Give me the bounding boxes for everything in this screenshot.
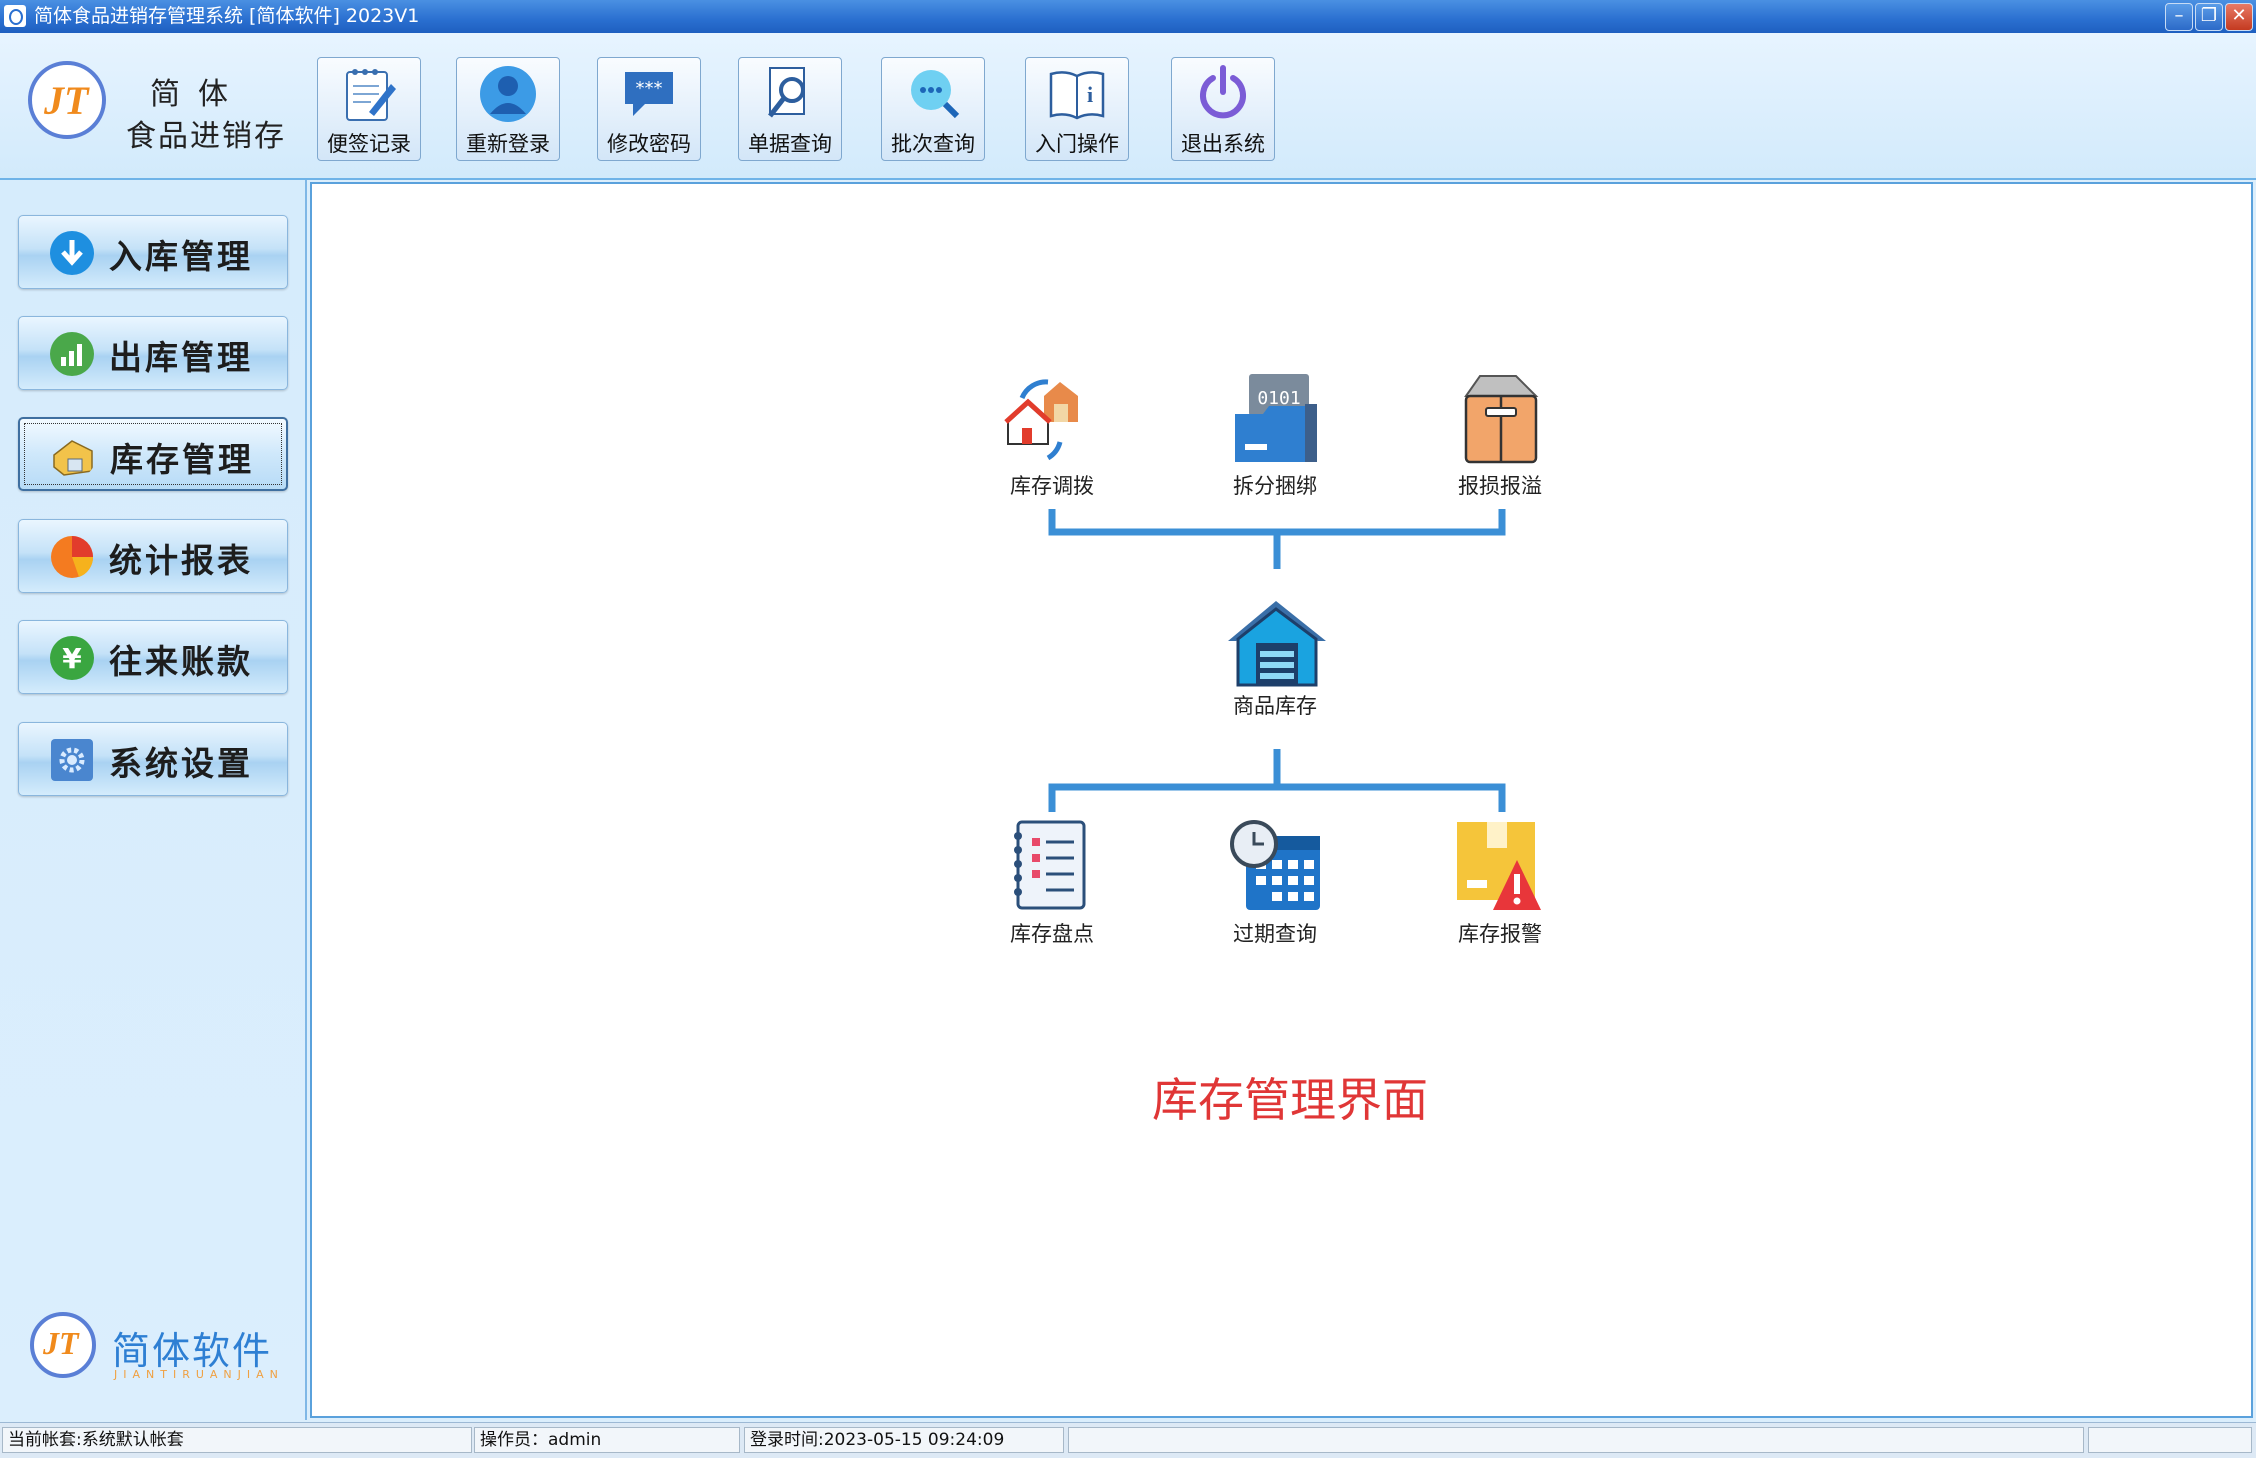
toolbar-label: 便签记录 — [327, 132, 411, 156]
toolbar-label: 单据查询 — [748, 132, 832, 156]
svg-text:***: *** — [636, 78, 663, 99]
toolbar-batch-search-button[interactable]: 批次查询 — [881, 57, 985, 161]
toolbar-label: 入门操作 — [1035, 132, 1119, 156]
page-title: 库存管理界面 — [1152, 1073, 1428, 1127]
svg-text:0101: 0101 — [1257, 388, 1300, 409]
toolbar-label: 重新登录 — [466, 132, 550, 156]
warehouse-icon — [53, 440, 93, 476]
bar-chart-circle-icon — [50, 332, 94, 376]
pie-chart-icon — [51, 536, 94, 578]
sidebar-item-stock-in[interactable]: 入库管理 — [18, 215, 288, 289]
power-icon — [1200, 65, 1246, 119]
gear-icon — [51, 739, 93, 781]
title-bar: 简体食品进销存管理系统 [简体软件] 2023V1 – ❐ ✕ — [0, 0, 2256, 33]
node-label-stock-alert: 库存报警 — [1458, 922, 1542, 946]
status-empty-1 — [1068, 1427, 2084, 1453]
sidebar: 入库管理 出库管理 库存管理 统计报表 ¥ 往来账款 — [0, 180, 307, 1420]
sidebar-item-label: 入库管理 — [109, 237, 253, 276]
main-panel: 0101 — [310, 182, 2253, 1418]
status-operator: 操作员：admin — [474, 1427, 740, 1453]
node-label-expiry-query: 过期查询 — [1233, 922, 1317, 946]
batch-search-icon — [911, 70, 960, 119]
node-label-stock-transfer: 库存调拨 — [1010, 474, 1094, 498]
svg-text:i: i — [1087, 82, 1093, 107]
logo-title: 简体 — [150, 77, 246, 112]
window-title: 简体食品进销存管理系统 [简体软件] 2023V1 — [34, 5, 420, 27]
yen-circle-icon: ¥ — [50, 636, 94, 680]
sidebar-item-inventory[interactable]: 库存管理 — [18, 417, 288, 491]
toolbar-change-password-button[interactable]: *** 修改密码 — [597, 57, 701, 161]
stock-transfer-icon[interactable] — [1004, 379, 1078, 461]
close-icon[interactable]: ✕ — [2225, 3, 2253, 31]
inventory-checklist-icon[interactable] — [1014, 820, 1086, 910]
sidebar-item-label: 出库管理 — [109, 338, 253, 377]
toolbar-exit-button[interactable]: 退出系统 — [1171, 57, 1275, 161]
status-bar: 当前帐套:系统默认帐套 操作员：admin 登录时间:2023-05-15 09… — [0, 1422, 2256, 1458]
node-label-split-bundle: 拆分捆绑 — [1233, 474, 1317, 498]
split-bundle-icon[interactable]: 0101 — [1235, 374, 1317, 462]
sidebar-item-settings[interactable]: 系统设置 — [18, 722, 288, 796]
toolbar-label: 修改密码 — [607, 132, 691, 156]
status-empty-2 — [2088, 1427, 2252, 1453]
toolbar-document-search-button[interactable]: 单据查询 — [738, 57, 842, 161]
toolbar-notes-button[interactable]: 便签记录 — [317, 57, 421, 161]
sidebar-item-label: 系统设置 — [109, 744, 253, 783]
manual-book-icon: i — [1049, 71, 1105, 120]
restore-icon[interactable]: ❐ — [2195, 3, 2223, 31]
expiry-calendar-icon[interactable] — [1230, 820, 1320, 910]
stock-alert-icon[interactable] — [1457, 822, 1541, 910]
connector-lines — [1048, 509, 1506, 812]
notepad-pen-icon — [346, 69, 396, 121]
damage-report-icon[interactable] — [1464, 375, 1539, 464]
user-icon — [480, 66, 536, 122]
node-label-damage-report: 报损报溢 — [1458, 474, 1542, 498]
sidebar-item-label: 库存管理 — [110, 440, 254, 479]
node-label-goods-stock: 商品库存 — [1233, 694, 1317, 718]
status-login-time: 登录时间:2023-05-15 09:24:09 — [744, 1427, 1064, 1453]
document-search-icon — [768, 67, 805, 118]
logo-subtitle: 食品进销存 — [126, 119, 286, 154]
sidebar-item-accounts[interactable]: ¥ 往来账款 — [18, 620, 288, 694]
brand-name: 简体软件 — [112, 1329, 273, 1373]
arrow-down-circle-icon — [50, 231, 94, 275]
sidebar-item-label: 统计报表 — [109, 541, 253, 580]
warehouse-icon[interactable] — [1228, 601, 1326, 687]
sidebar-item-stock-out[interactable]: 出库管理 — [18, 316, 288, 390]
sidebar-item-label: 往来账款 — [109, 642, 253, 681]
password-bubble-icon: *** — [625, 72, 673, 116]
brand-logo-icon: JT — [30, 1312, 96, 1378]
node-label-stock-count: 库存盘点 — [1010, 922, 1094, 946]
toolbar-relogin-button[interactable]: 重新登录 — [456, 57, 560, 161]
toolbar-label: 退出系统 — [1181, 132, 1265, 156]
inventory-flow-diagram: 0101 — [1004, 374, 1541, 910]
header: JT 简体 食品进销存 便签记录 重新登录 *** 修改密码 — [0, 33, 2256, 180]
app-icon — [4, 5, 26, 27]
brand-pinyin: JIANTIRUANJIAN — [114, 1368, 284, 1381]
logo-icon: JT — [28, 61, 106, 139]
toolbar-label: 批次查询 — [891, 132, 975, 156]
svg-text:¥: ¥ — [62, 642, 82, 675]
toolbar-manual-button[interactable]: i 入门操作 — [1025, 57, 1129, 161]
sidebar-item-reports[interactable]: 统计报表 — [18, 519, 288, 593]
minimize-icon[interactable]: – — [2165, 3, 2193, 31]
status-account: 当前帐套:系统默认帐套 — [2, 1427, 472, 1453]
